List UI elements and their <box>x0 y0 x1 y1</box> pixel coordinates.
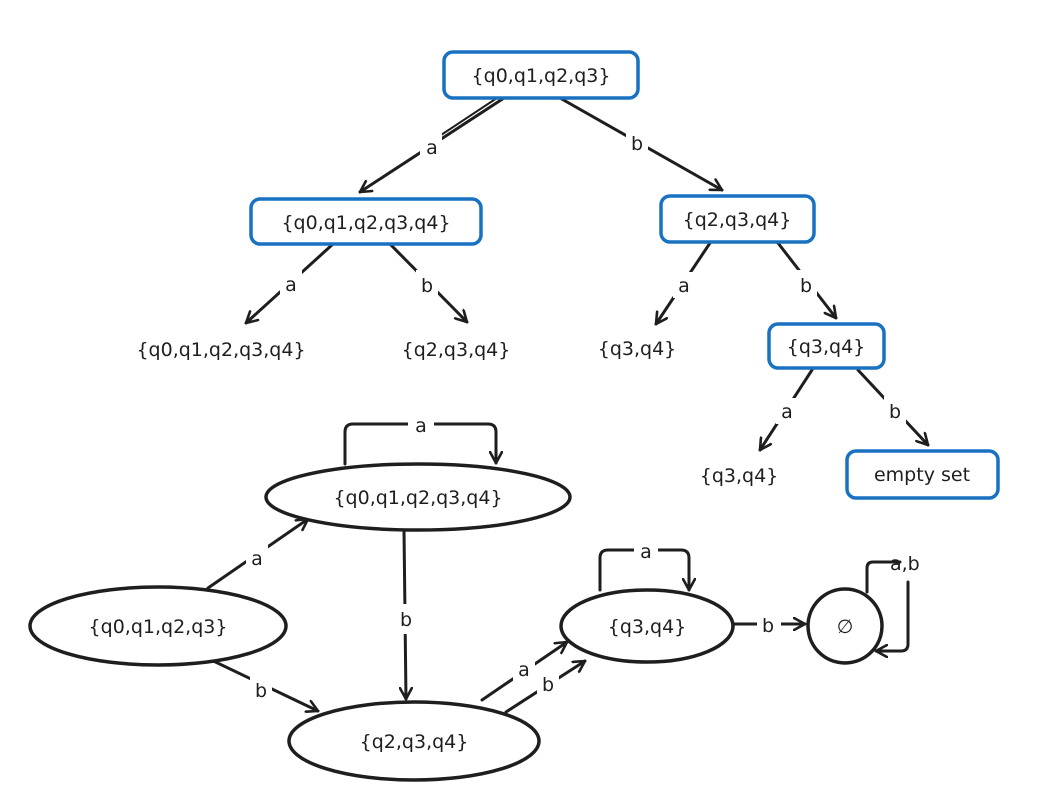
tree-node-empty[interactable]: empty set <box>845 449 1000 500</box>
edge-label-bg <box>280 270 302 296</box>
edge-label: b <box>542 674 554 696</box>
tree-node-b[interactable]: {q2,q3,q4} <box>659 194 816 244</box>
transition-s0-s1-a: a <box>206 517 310 590</box>
dfa-graph: a b a b a b a <box>28 412 920 782</box>
edge-label-bg <box>757 610 781 638</box>
state-ellipse <box>287 700 541 782</box>
edge-line-double <box>437 95 501 138</box>
tree-node-bb[interactable]: {q3,q4} <box>767 322 886 370</box>
edge-label: a <box>251 548 263 570</box>
edge-label: b <box>800 275 812 297</box>
node-label: {q0,q1,q2,q3,q4} <box>281 212 450 234</box>
subset-tree: a b a b a b a <box>136 50 1000 500</box>
state-label: {q2,q3,q4} <box>360 731 469 753</box>
state-s2[interactable]: {q2,q3,q4} <box>287 700 541 782</box>
node-label: {q3,q4} <box>598 338 677 360</box>
transition-s1-s2-b: b <box>394 528 418 701</box>
edge-label: b <box>400 609 412 631</box>
node-box <box>442 50 640 100</box>
tree-edge-root-a: a <box>358 95 506 194</box>
node-label: {q3,q4} <box>787 336 866 358</box>
edge-label: a <box>415 415 427 437</box>
tree-node-aa[interactable]: {q0,q1,q2,q3,q4} <box>136 339 305 361</box>
edge-label: a,b <box>890 553 920 575</box>
transition-s0-s2-b: b <box>203 655 320 711</box>
node-box <box>249 197 483 246</box>
edge-label-bg <box>394 604 418 634</box>
transition-s4-loop-ab: a,b <box>865 553 920 651</box>
edge-label-bg <box>776 398 798 424</box>
edge-label-bg <box>537 669 559 697</box>
node-label: {q0,q1,q2,q3} <box>472 65 611 87</box>
tree-edge-a-b: b <box>388 242 469 324</box>
transition-s1-loop-a: a <box>343 412 496 466</box>
state-label: {q0,q1,q2,q3} <box>89 616 228 638</box>
tree-node-bba[interactable]: {q3,q4} <box>700 465 779 487</box>
tree-edge-bb-a: a <box>758 368 814 452</box>
edge-label-bg <box>420 133 442 159</box>
transition-s3-loop-a: a <box>598 538 689 592</box>
state-ellipse <box>559 588 735 664</box>
tree-node-ab[interactable]: {q2,q3,q4} <box>402 339 511 361</box>
edge-label: a <box>518 659 530 681</box>
edge-label-bg <box>246 545 268 571</box>
edge-label-bg <box>416 270 438 298</box>
tree-node-a[interactable]: {q0,q1,q2,q3,q4} <box>249 197 483 246</box>
tree-node-root[interactable]: {q0,q1,q2,q3} <box>442 50 640 100</box>
node-label: empty set <box>874 464 970 486</box>
edge-label: a <box>640 541 652 563</box>
empty-set-symbol: ∅ <box>837 616 854 638</box>
transition-s2-s3-b: b <box>504 659 587 714</box>
edge-label-bg <box>250 676 272 704</box>
tree-edge-b-a: a <box>654 241 712 326</box>
edge-label-bg <box>884 396 906 424</box>
state-ellipse <box>264 462 572 532</box>
edge-label-bg <box>513 656 535 682</box>
state-ellipse <box>28 585 288 667</box>
state-circle <box>806 587 884 665</box>
edge-label: a <box>678 275 690 297</box>
edge-line <box>874 580 910 651</box>
tree-node-ba[interactable]: {q3,q4} <box>598 338 677 360</box>
state-s0[interactable]: {q0,q1,q2,q3} <box>28 585 288 667</box>
edge-label-bg <box>408 412 434 436</box>
state-s3[interactable]: {q3,q4} <box>559 588 735 664</box>
edge-label-bg <box>626 128 648 156</box>
tree-edge-root-b: b <box>558 96 724 192</box>
tree-edge-bb-b: b <box>856 368 930 447</box>
edge-label-bg <box>634 538 658 562</box>
node-box <box>767 322 886 370</box>
node-box <box>845 449 1000 500</box>
state-label: {q0,q1,q2,q3,q4} <box>333 487 502 509</box>
node-label: {q3,q4} <box>700 465 779 487</box>
state-label: {q3,q4} <box>608 616 687 638</box>
node-label: {q2,q3,q4} <box>683 209 792 231</box>
edge-label: a <box>285 274 297 296</box>
node-label: {q2,q3,q4} <box>402 339 511 361</box>
edge-label: b <box>421 275 433 297</box>
edge-label-bg <box>673 272 695 298</box>
edge-label: b <box>762 615 774 637</box>
edge-label: a <box>426 137 438 159</box>
transition-s2-s3-a: a <box>480 640 569 702</box>
edge-label: a <box>781 401 793 423</box>
state-s1[interactable]: {q0,q1,q2,q3,q4} <box>264 462 572 532</box>
transition-s3-s4-b: b <box>732 610 807 638</box>
edge-label: b <box>631 133 643 155</box>
edge-label: b <box>255 680 267 702</box>
tree-edge-b-b: b <box>776 241 838 320</box>
node-box <box>659 194 816 244</box>
state-s4-empty[interactable]: ∅ <box>806 587 884 665</box>
edge-line <box>865 560 902 594</box>
node-label: {q0,q1,q2,q3,q4} <box>136 339 305 361</box>
tree-edge-a-a: a <box>244 242 335 325</box>
edge-label: b <box>889 401 901 423</box>
edge-label-bg <box>795 270 817 298</box>
